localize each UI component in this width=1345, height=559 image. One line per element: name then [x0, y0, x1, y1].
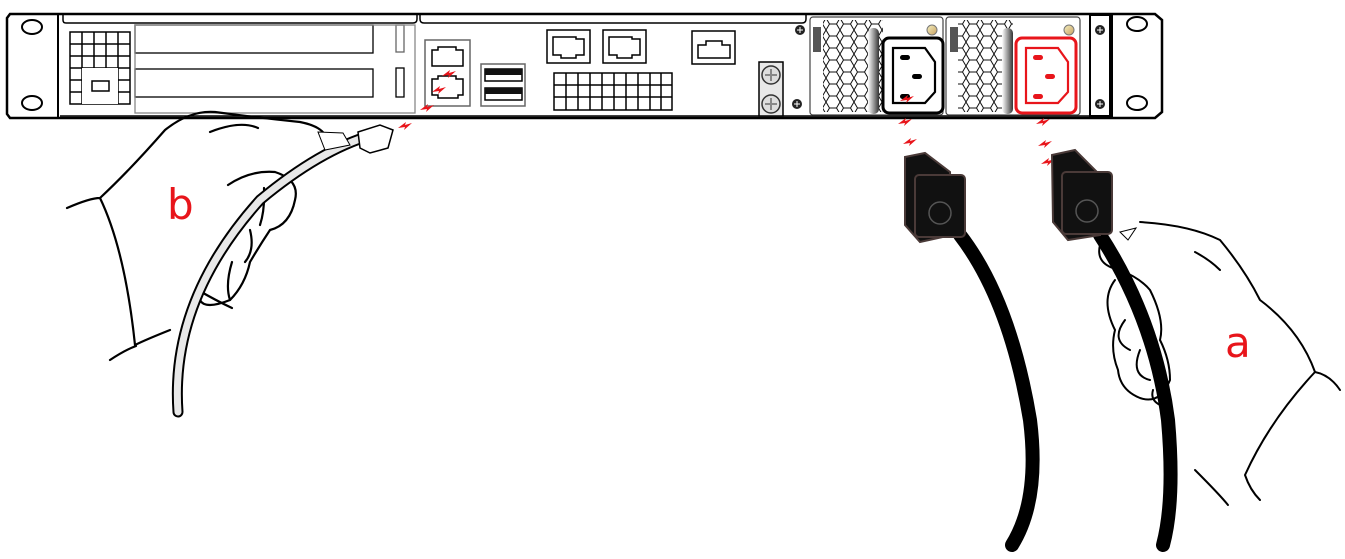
rack-ear-hole: [21, 95, 43, 111]
rack-ear-hole: [21, 19, 43, 35]
callout-label-b: b: [167, 180, 194, 229]
network-ports: [546, 29, 736, 65]
ground-screws: [758, 25, 805, 117]
hand-b-network-cable: [65, 110, 394, 418]
power-cord-2: [1050, 148, 1178, 552]
rack-ear-hole: [1126, 16, 1148, 32]
power-cord-1: [904, 151, 1040, 552]
power-supply-1: [809, 16, 945, 116]
vent-grid: [69, 31, 131, 105]
management-ports: [424, 39, 471, 107]
usb-ports: [480, 63, 526, 107]
hand-a-power-cord: [1098, 221, 1341, 506]
power-supply-2-highlighted: [945, 14, 1111, 117]
callout-label-a: a: [1225, 318, 1251, 367]
connector-grid: [553, 72, 673, 111]
rack-ear-hole: [1126, 95, 1148, 111]
pcie-slots: [134, 24, 416, 114]
